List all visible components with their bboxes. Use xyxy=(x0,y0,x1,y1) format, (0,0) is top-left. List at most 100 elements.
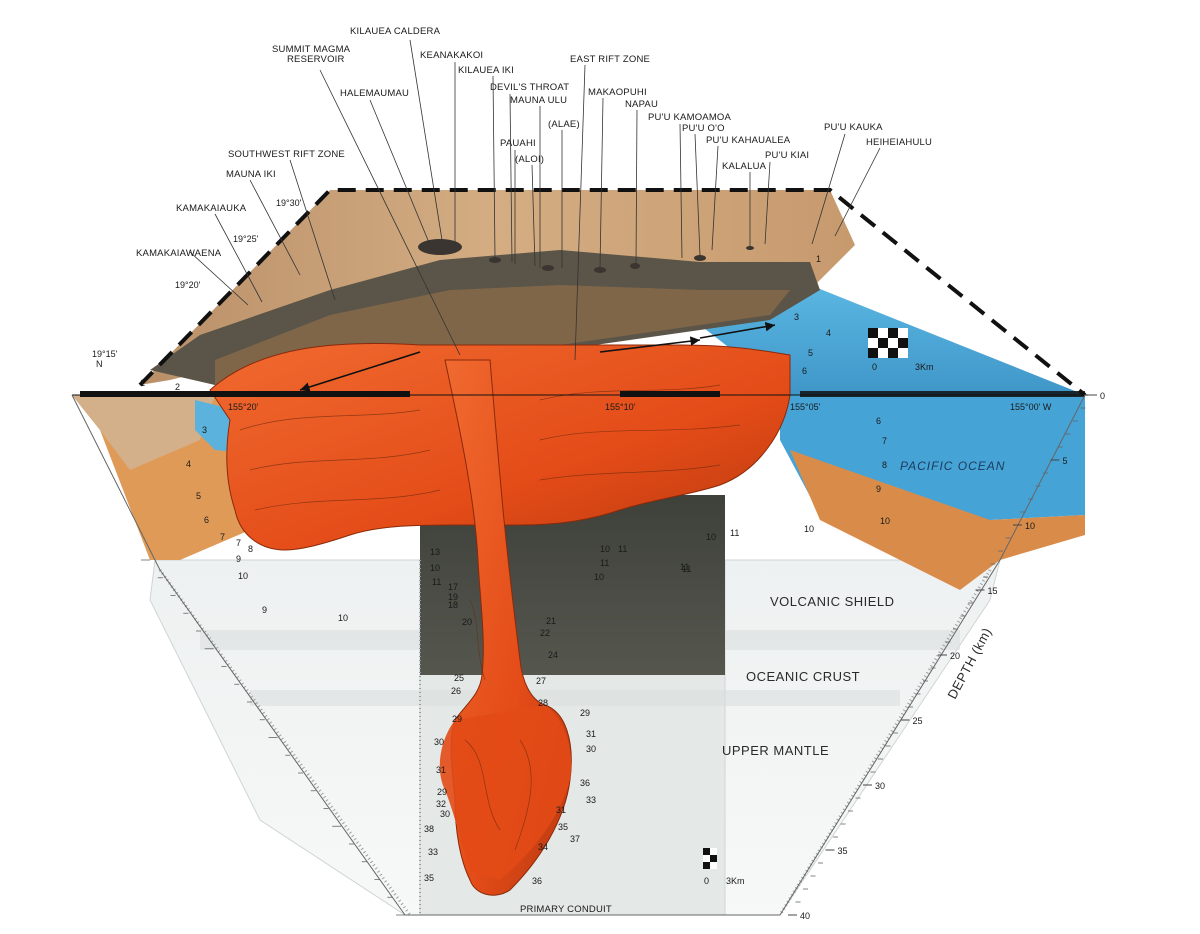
conduit-layer-number: 31 xyxy=(556,805,566,815)
pauahi-crater xyxy=(542,265,554,271)
coord-lat-1920: 19°20' xyxy=(175,280,201,290)
right-layer-number: 5 xyxy=(808,348,813,358)
label-upper-mantle: UPPER MANTLE xyxy=(722,743,829,758)
leader-puu-oo xyxy=(694,133,701,257)
right-layer-number: 11 xyxy=(730,528,739,538)
right-layer-number: 8 xyxy=(882,460,887,470)
left-axis-ticks xyxy=(141,559,405,916)
coord-lat-1930: 19°30' xyxy=(276,198,302,208)
ocean-sediment-wedge xyxy=(790,450,1085,590)
coord-lat-n: N xyxy=(96,359,103,369)
flow-arrow-east xyxy=(599,336,701,353)
label-devils-throat: DEVIL'S THROAT xyxy=(490,82,569,93)
conduit-layer-number: 10 xyxy=(594,572,604,582)
label-puu-kamoamoa: PU'U KAMOAMOA xyxy=(648,112,732,123)
flow-arrow-southwest xyxy=(299,351,421,392)
coord-lat-1915: 19°15' xyxy=(92,349,118,359)
conduit-layer-number: 27 xyxy=(536,676,546,686)
conduit-layer-number: 25 xyxy=(454,673,464,683)
conduit-layer-number: 28 xyxy=(538,698,548,708)
leader-kamakaiawaena xyxy=(189,251,249,306)
label-mauna-ulu: MAUNA ULU xyxy=(510,95,567,106)
horizon-bar-mid xyxy=(620,391,720,397)
conduit-layer-number: 22 xyxy=(540,628,550,638)
conduit-layer-number: 37 xyxy=(570,834,580,844)
conduit-layer-number: 19 xyxy=(448,592,458,602)
label-kamakaiauka: KAMAKAIAUKA xyxy=(176,203,247,214)
conduit-layer-number: 35 xyxy=(424,873,434,883)
conduit-layer-number: 17 xyxy=(448,582,458,592)
leader-kilauea-caldera xyxy=(409,39,443,241)
conduit-layer-number: 11 xyxy=(432,577,441,587)
label-puu-kauka: PU'U KAUKA xyxy=(824,122,883,133)
coordinate-labels: 19°30' 19°25' 19°20' 19°15' N 155°20' 15… xyxy=(92,198,1052,412)
conduit-layer-number: 29 xyxy=(452,714,462,724)
coord-lon-15500: 155°00' W xyxy=(1010,402,1052,412)
scale-top-zero: 0 xyxy=(872,362,877,372)
makaopuhi-crater xyxy=(594,267,606,273)
conduit-layer-number: 11 xyxy=(618,544,627,554)
label-kilauea-iki: KILAUEA IKI xyxy=(458,65,514,76)
label-volcanic-shield: VOLCANIC SHIELD xyxy=(770,594,895,609)
depth-tick-label: 40 xyxy=(800,911,810,921)
conduit-layer-number: 10 xyxy=(600,544,610,554)
label-aloi: (ALOI) xyxy=(515,154,544,165)
label-alae: (ALAE) xyxy=(548,119,580,130)
label-puu-oo: PU'U O'O xyxy=(682,123,725,134)
conduit-layer-number: 21 xyxy=(546,616,556,626)
label-makaopuhi: MAKAOPUHI xyxy=(588,87,647,98)
depth-tick-label: 0 xyxy=(1100,391,1105,401)
conduit-contour-1 xyxy=(469,599,486,681)
leader-kilauea-iki xyxy=(492,75,496,259)
label-summit-magma-1: SUMMIT MAGMA xyxy=(272,44,351,55)
leader-east-rift xyxy=(574,64,586,361)
right-outer-edge xyxy=(779,394,1086,916)
conduit-layer-number: 30 xyxy=(586,744,596,754)
right-layer-number: 10 xyxy=(804,524,814,534)
conduit-layer-number: 35 xyxy=(558,822,568,832)
conduit-layer-number: 20 xyxy=(462,617,472,627)
frame-edges xyxy=(71,188,1095,916)
left-layer-number: 10 xyxy=(338,613,348,623)
left-layer-number: 2 xyxy=(175,382,180,392)
leader-southwest-rift xyxy=(289,159,336,301)
leader-halemaumau xyxy=(369,99,431,246)
conduit-layer-number: 30 xyxy=(434,737,444,747)
conduit-layer-number: 24 xyxy=(548,650,558,660)
checker-icon-bottom xyxy=(703,848,717,869)
label-southwest-rift: SOUTHWEST RIFT ZONE xyxy=(228,149,345,160)
puu-oo-crater xyxy=(694,255,706,261)
left-layer-number: 10 xyxy=(238,571,248,581)
conduit-layer-number: 11 xyxy=(682,564,691,574)
right-layer-number: 6 xyxy=(802,366,807,376)
scale-top-km: 3Km xyxy=(915,362,934,372)
magma-contour-5 xyxy=(539,424,741,441)
scale-bar-top: 0 3Km xyxy=(868,328,934,372)
conduit-layer-number: 32 xyxy=(436,799,446,809)
conduit-layer-number: 31 xyxy=(586,729,596,739)
label-puu-kiai: PU'U KIAI xyxy=(765,150,809,161)
kilauea-iki-crater xyxy=(489,257,501,263)
label-halemaumau: HALEMAUMAU xyxy=(340,88,409,99)
right-layer-number: 7 xyxy=(882,436,887,446)
left-layer-number: 4 xyxy=(186,459,191,469)
conduit-layer-number: 38 xyxy=(424,824,434,834)
coord-lon-15510: 155°10' xyxy=(605,402,636,412)
left-layer-number: 7 xyxy=(236,538,241,548)
left-outer-edge xyxy=(71,394,406,916)
conduit-layer-number: 36 xyxy=(532,876,542,886)
coord-lon-15505: 155°05' xyxy=(790,402,821,412)
right-layer-number: 1 xyxy=(816,254,821,264)
conduit-layer-number: 29 xyxy=(437,787,447,797)
leader-puu-kahaualea xyxy=(711,145,719,251)
right-layer-number: 3 xyxy=(794,312,799,322)
leader-kamakaiauka xyxy=(214,213,263,303)
magma-contour-1 xyxy=(239,409,421,431)
napau-crater xyxy=(630,263,640,269)
label-heiheiahulu: HEIHEIAHULU xyxy=(866,137,932,148)
depth-tick-label: 25 xyxy=(913,716,923,726)
